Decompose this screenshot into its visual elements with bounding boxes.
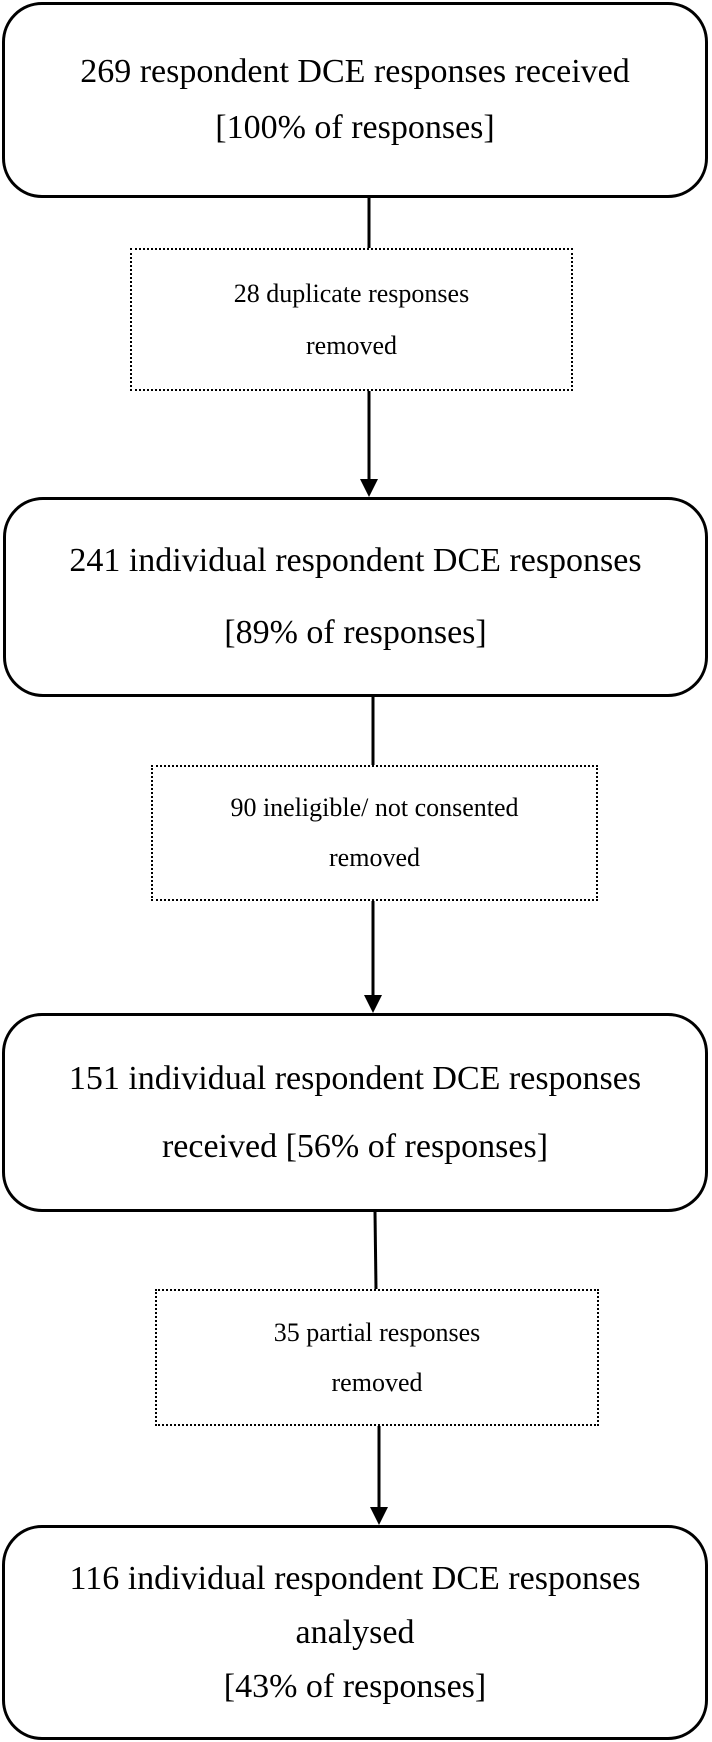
step-box-received: 269 respondent DCE responses received [1… xyxy=(2,2,708,198)
exclusion-box-duplicates: 28 duplicate responses removed xyxy=(130,248,573,391)
exclusion-box-partial: 35 partial responses removed xyxy=(155,1289,599,1426)
step-4-count-text: 116 individual respondent DCE responses xyxy=(69,1559,641,1597)
connector-line-3 xyxy=(373,1211,378,1290)
arrowhead-1 xyxy=(360,479,378,497)
step-2-percent-text: [89% of responses] xyxy=(224,614,487,651)
exclusion-3-action-text: removed xyxy=(331,1367,423,1397)
exclusion-2-action-text: removed xyxy=(329,843,420,872)
step-box-analysed: 116 individual respondent DCE responses … xyxy=(2,1525,708,1740)
arrowhead-3 xyxy=(370,1507,388,1525)
step-4-percent-text: [43% of responses] xyxy=(223,1667,487,1705)
step-2-count-text: 241 individual respondent DCE responses xyxy=(69,542,642,579)
step-3-percent-text: received [56% of responses] xyxy=(161,1127,549,1165)
exclusion-1-action-text: removed xyxy=(306,330,397,360)
exclusion-2-count-text: 90 ineligible/ not consented xyxy=(230,793,519,822)
step-1-percent-text: [100% of responses] xyxy=(215,109,495,146)
exclusion-3-count-text: 35 partial responses xyxy=(273,1317,481,1347)
step-3-count-text: 151 individual respondent DCE responses xyxy=(68,1059,642,1097)
step-box-consented: 151 individual respondent DCE responses … xyxy=(2,1013,708,1212)
arrowhead-2 xyxy=(364,995,382,1013)
step-4-status-text: analysed xyxy=(295,1613,415,1651)
step-box-individual: 241 individual respondent DCE responses … xyxy=(3,497,708,697)
exclusion-1-count-text: 28 duplicate responses xyxy=(233,278,470,308)
step-1-count-text: 269 respondent DCE responses received xyxy=(80,53,630,90)
exclusion-box-ineligible: 90 ineligible/ not consented removed xyxy=(151,765,598,901)
